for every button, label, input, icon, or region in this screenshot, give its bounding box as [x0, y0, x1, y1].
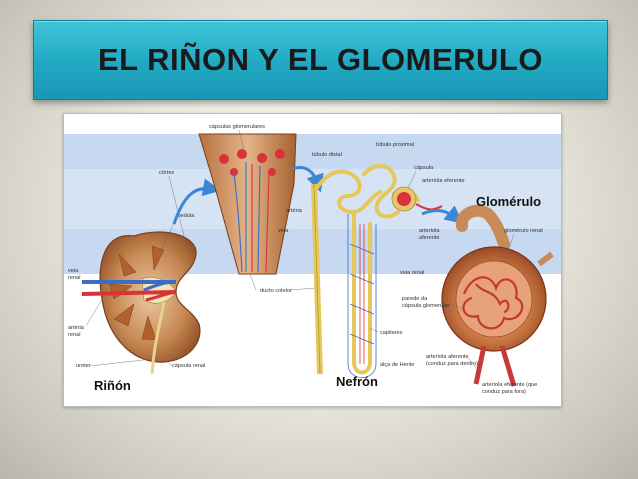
- glomerulus-illustration: [441, 204, 554, 387]
- label-ureter: ureter: [76, 363, 91, 369]
- label-cortex: córtex: [159, 170, 174, 176]
- label-veia-renal-nephron: veia renal: [400, 270, 424, 276]
- nephron-title: Nefrón: [336, 374, 378, 389]
- label-tubulo-distal: túbulo distal: [312, 152, 342, 158]
- label-tubulo-proximal: túbulo proximal: [376, 142, 414, 148]
- arrow-nephron-to-glomerulus: [421, 205, 464, 224]
- slide-title-bar: EL RIÑON Y EL GLOMERULO: [33, 20, 608, 100]
- slide-title: EL RIÑON Y EL GLOMERULO: [98, 42, 543, 77]
- nephron-illustration: [311, 164, 443, 378]
- label-alca-henle: alça de Henle: [380, 362, 414, 368]
- label-medula: medula: [176, 213, 195, 219]
- nephron-labels: túbulo distal túbulo proximal cápsula ar…: [312, 142, 465, 389]
- glomerulus-title: Glomérulo: [476, 194, 541, 209]
- label-arteriola-eferente-top: arteríola eferente: [422, 178, 465, 184]
- label-ducto-coletor: ducto coletor: [260, 288, 292, 294]
- section-labels: cápsulas glomerulares artéria veia ducto…: [209, 124, 317, 294]
- label-capsula-renal: cápsula renal: [172, 363, 205, 369]
- label-arteriola-aferente: arteríola aferente(conduz para dentro): [426, 354, 478, 367]
- kidney-title: Riñón: [94, 378, 131, 393]
- arrow-section-to-nephron: [291, 166, 324, 193]
- label-arteria-section: artéria: [286, 208, 303, 214]
- section-illustration: [198, 133, 297, 275]
- label-capilares: capilares: [380, 330, 403, 336]
- label-capsulas-glomerulares: cápsulas glomerulares: [209, 124, 265, 130]
- arrow-kidney-to-section: [172, 178, 221, 225]
- label-veia-section: veia: [278, 228, 289, 234]
- label-glomerulo-renal: glomérulo renal: [504, 228, 543, 234]
- kidney-illustration: [81, 231, 201, 375]
- label-capsula: cápsula: [414, 165, 434, 171]
